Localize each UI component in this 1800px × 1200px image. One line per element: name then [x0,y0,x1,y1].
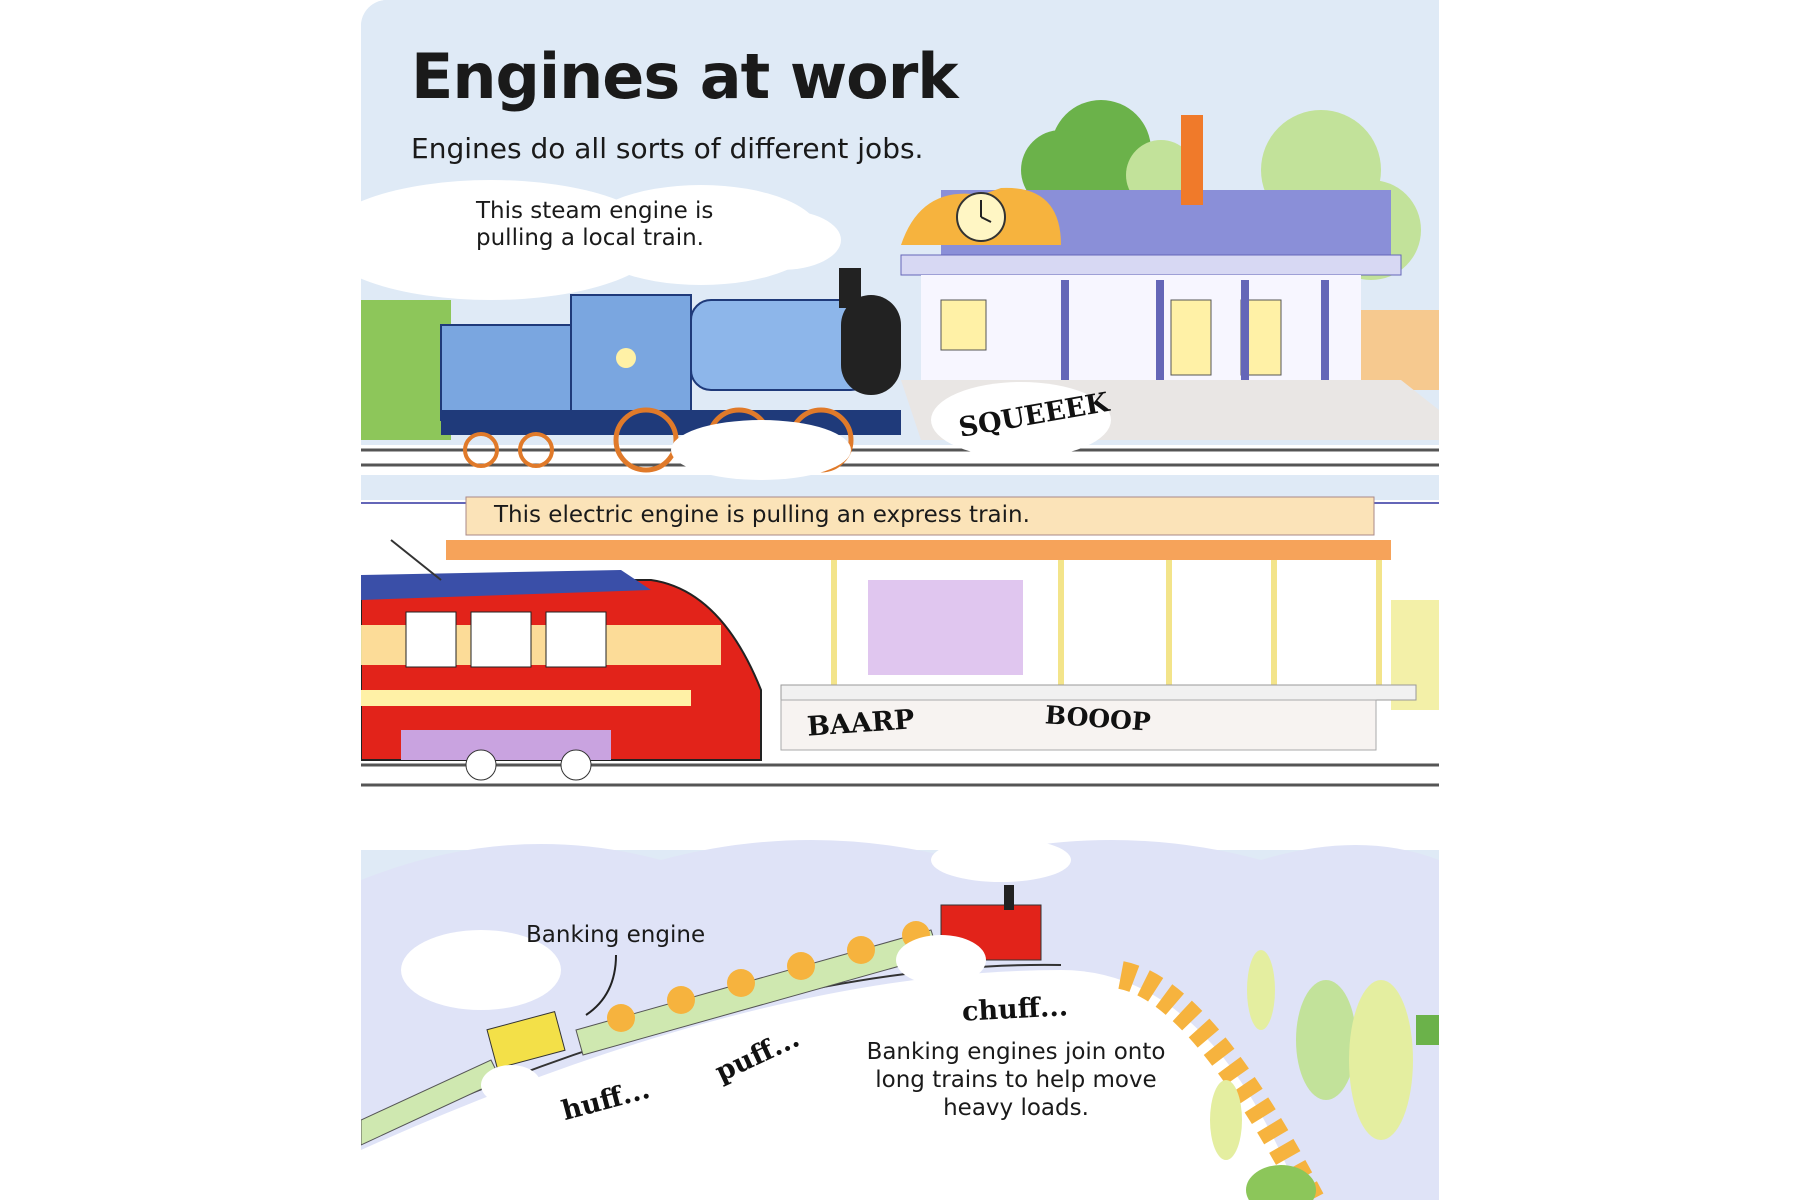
caption-banner [465,496,1375,536]
fence [1351,310,1439,390]
station-building [900,115,1402,380]
shop-window [868,580,1023,675]
curved-track [1117,961,1324,1200]
train-illustration [361,0,1439,1200]
banking-engine-label: Banking engine [526,922,706,948]
banking-engine [486,1011,566,1069]
pointer-arrow [585,954,617,1016]
platform-wall [780,699,1377,751]
page-subtitle: Engines do all sorts of different jobs. [411,132,924,165]
steam-engine-caption: This steam engine is pulling a local tra… [476,198,714,251]
puff-clouds [401,838,1071,1105]
electric-track [361,763,1439,787]
hill [361,970,1301,1200]
canopy-posts [831,560,1382,685]
hill-trees [1210,950,1439,1200]
steam-track [361,445,1439,475]
red-electric-engine [361,539,762,781]
green-coach [361,300,451,440]
page-title: Engines at work [411,40,959,113]
electric-engine-caption: This electric engine is pulling an expre… [494,502,1030,528]
blue-steam-engine [440,268,901,473]
book-page: Engines at work Engines do all sorts of … [361,0,1439,1200]
steam-clouds [361,180,1111,480]
sound-effect-chuff: chuff... [961,991,1069,1028]
platform-canopy [446,540,1391,560]
banking-engine-caption: Banking engines join onto long trains to… [866,1039,1166,1121]
